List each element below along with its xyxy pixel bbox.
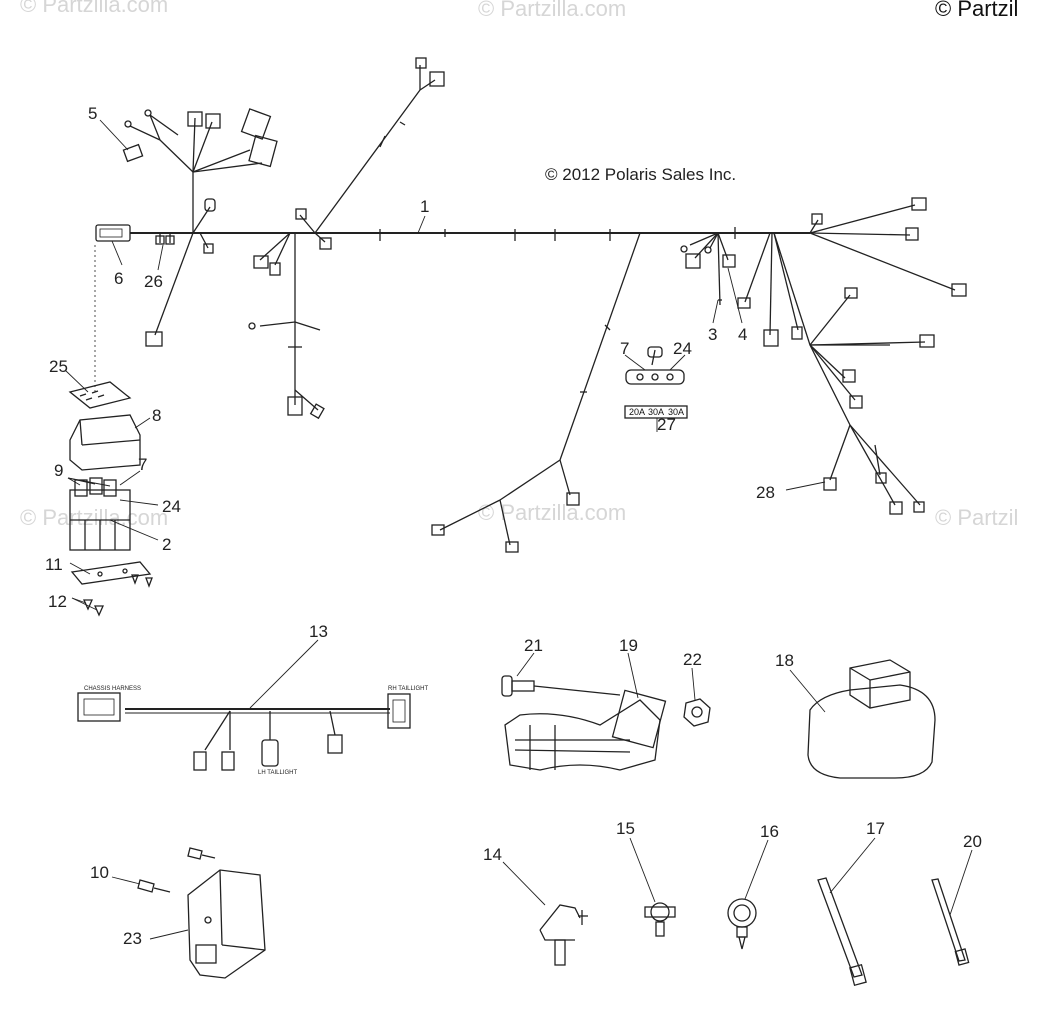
relay-socket (625, 346, 685, 385)
watermark-mid-right: © Partzil (935, 505, 1019, 530)
clip-15 (644, 902, 676, 937)
callout-4: 4 (738, 325, 747, 344)
rh-taillight-connector (387, 693, 411, 729)
connector-upper-a (187, 111, 203, 127)
callout-25: 25 (49, 357, 68, 376)
fuse-rating-30a-2: 30A (668, 407, 684, 417)
connector-upper-d (248, 134, 278, 168)
sub-harness-13 (77, 692, 411, 771)
lh-taillight-label: LH TAILLIGHT (258, 770, 297, 776)
copyright-notice: © 2012 Polaris Sales Inc. (545, 165, 737, 184)
watermark-top-center: © Partzilla.com (478, 0, 627, 21)
cable-tie-20 (931, 878, 970, 966)
watermark-top-right: © Partzil (935, 0, 1019, 21)
callout-28: 28 (756, 483, 775, 502)
callout-2: 2 (162, 535, 171, 554)
callout-5: 5 (88, 104, 97, 123)
connector-upper-c (240, 108, 272, 140)
callout-numbers: 1 2 3 4 5 6 7 7 8 9 10 11 12 13 14 15 16… (45, 104, 982, 948)
callout-24-relay: 24 (673, 339, 692, 358)
fuse-box-cover-8 (69, 414, 141, 471)
connector-5 (122, 143, 144, 163)
watermark-mid-left: © Partzilla.com (20, 505, 169, 530)
rh-taillight-label: RH TAILLIGHT (388, 686, 428, 692)
callout-26: 26 (144, 272, 163, 291)
callout-3: 3 (708, 325, 717, 344)
callout-9: 9 (54, 461, 63, 480)
lh-taillight-connector (261, 739, 279, 767)
callout-21: 21 (524, 636, 543, 655)
cable-tie-17 (817, 877, 867, 987)
nut-22 (683, 698, 711, 727)
callout-8: 8 (152, 406, 161, 425)
callout-22: 22 (683, 650, 702, 669)
bolt-21 (501, 675, 621, 697)
bracket-14 (539, 904, 588, 966)
callout-19: 19 (619, 636, 638, 655)
harness-assembly-19 (504, 689, 667, 771)
callout-15: 15 (616, 819, 635, 838)
callout-1: 1 (420, 197, 429, 216)
fuse-box-2 (69, 477, 131, 551)
chassis-harness-connector (77, 692, 121, 722)
callout-24-box: 24 (162, 497, 181, 516)
screws-12 (82, 599, 105, 617)
control-module-23 (187, 869, 266, 979)
label-sheet-25 (68, 381, 132, 409)
callout-6: 6 (114, 269, 123, 288)
callout-10: 10 (90, 863, 109, 882)
fuse-rating-20a: 20A (629, 407, 645, 417)
clamp-16 (727, 898, 757, 950)
watermark-top-left: © Partzilla.com (20, 0, 169, 17)
mounting-plate-11 (70, 561, 153, 588)
connector-upper-b (205, 113, 221, 129)
connector-lower-mid (287, 396, 303, 416)
foam-block-18 (807, 659, 936, 779)
fuse-label-27 (624, 405, 688, 419)
callout-7-box: 7 (138, 455, 147, 474)
callout-27: 27 (657, 415, 676, 434)
callout-16: 16 (760, 822, 779, 841)
main-wire-harness (95, 57, 967, 553)
screw-10 (137, 879, 171, 893)
callout-leaders (64, 119, 973, 940)
callout-18: 18 (775, 651, 794, 670)
callout-23: 23 (123, 929, 142, 948)
fuse-rating-30a-1: 30A (648, 407, 664, 417)
callout-13: 13 (309, 622, 328, 641)
callout-12: 12 (48, 592, 67, 611)
callout-11: 11 (45, 555, 63, 574)
chassis-harness-label: CHASSIS HARNESS (84, 686, 141, 692)
callout-20: 20 (963, 832, 982, 851)
callout-14: 14 (483, 845, 502, 864)
screw-10-upper (187, 847, 216, 860)
callout-7-relay: 7 (620, 339, 629, 358)
callout-17: 17 (866, 819, 885, 838)
connector-lower-left (145, 331, 163, 347)
end-connector-6 (95, 224, 131, 242)
